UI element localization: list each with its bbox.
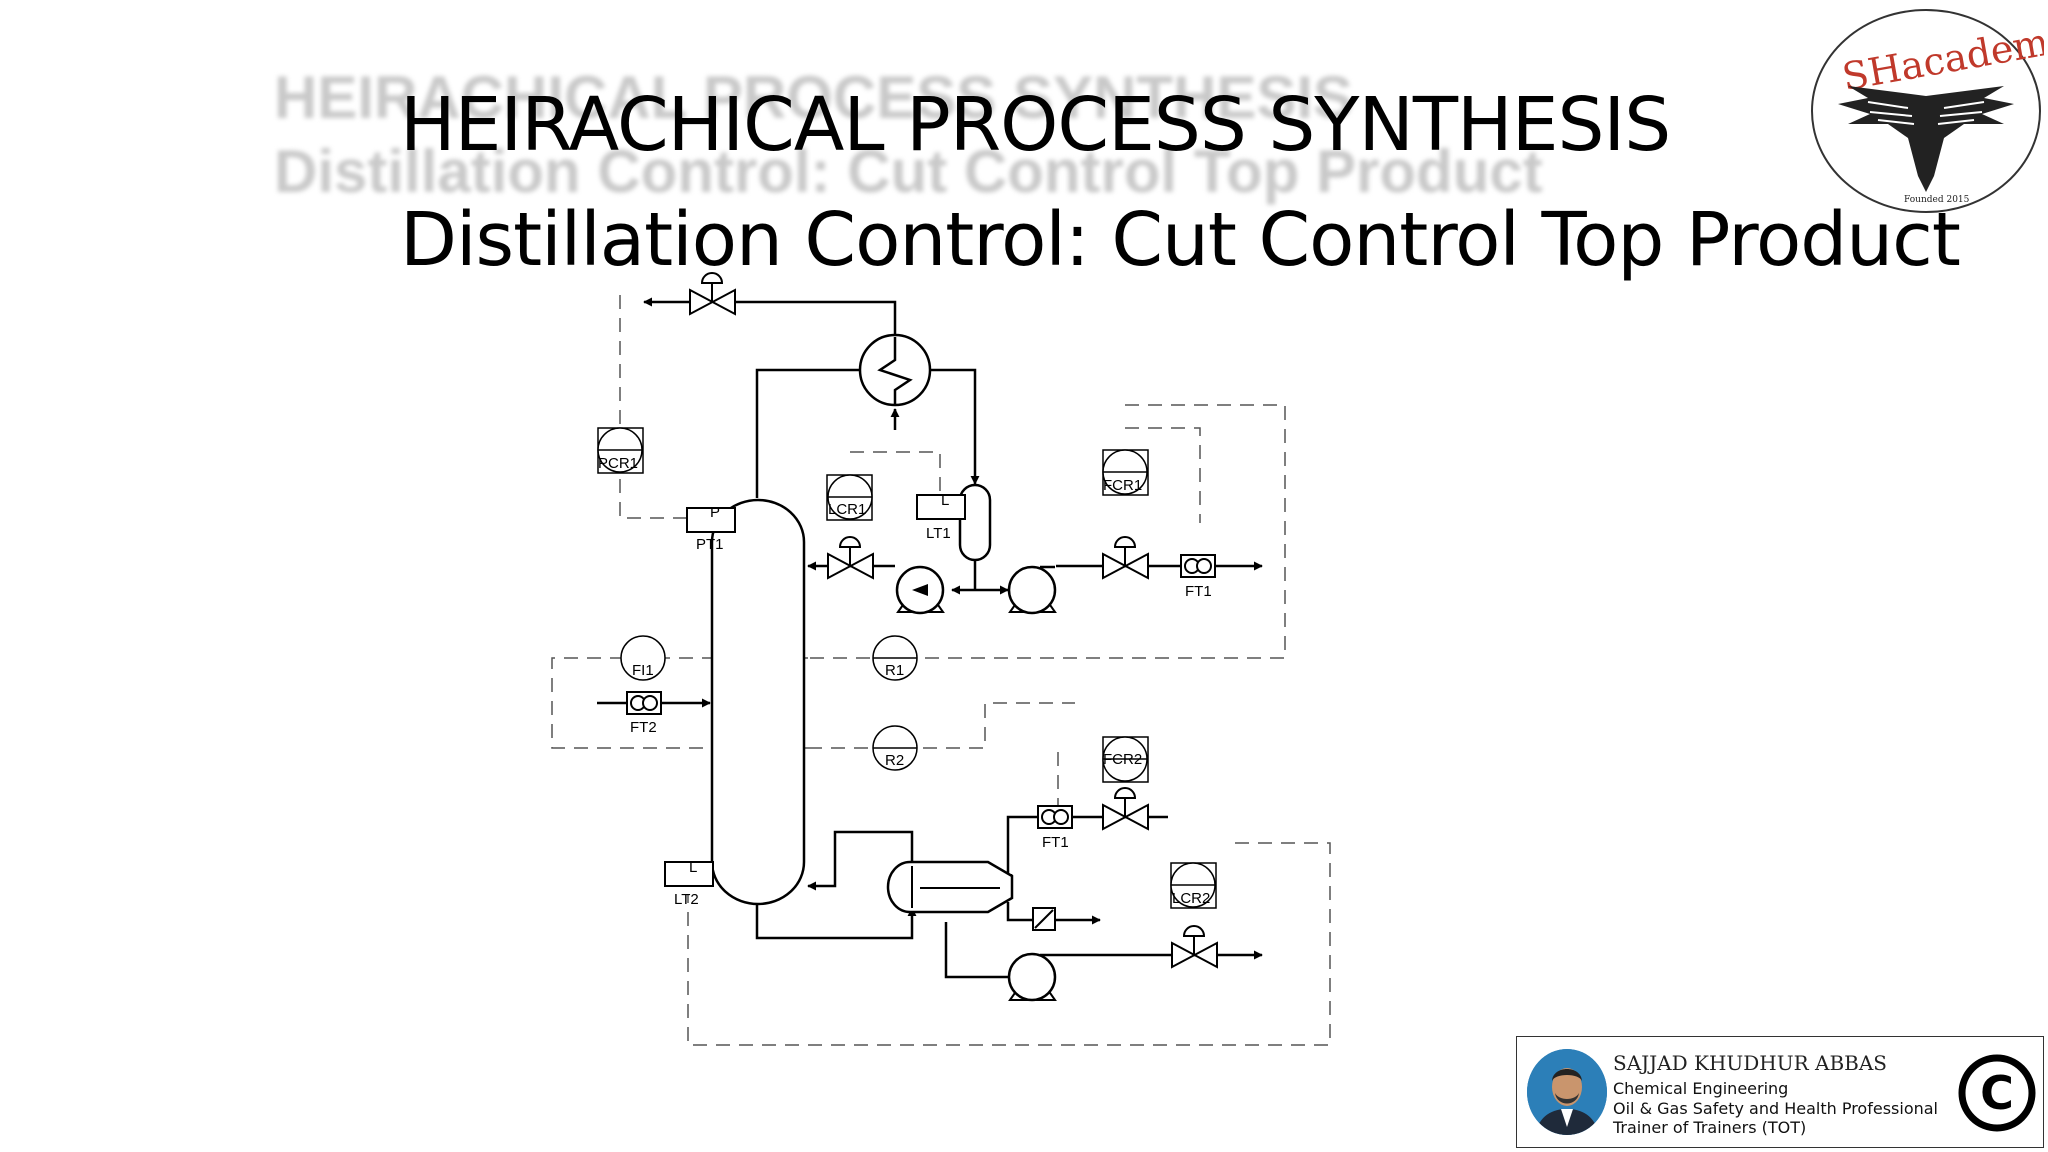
ft2-label: FT2 <box>630 719 657 736</box>
ghost-title-line2: Distillation Control: Cut Control Top Pr… <box>274 138 1543 205</box>
control-valve-distillate <box>1102 536 1149 580</box>
pt1-letter: P <box>710 504 720 521</box>
bottoms-pump <box>1007 952 1057 1002</box>
author-name: SAJJAD KHUDHUR ABBAS <box>1613 1051 1887 1075</box>
distillation-column <box>710 498 806 906</box>
pcr1-label: PCR1 <box>598 455 638 472</box>
author-title-line3: Trainer of Trainers (TOT) <box>1613 1118 1807 1137</box>
shacademy-logo: SHacademy Founded 2015 <box>1811 9 2044 213</box>
ghost-title-line1: HEIRACHICAL PROCESS SYNTHESIS <box>274 64 1354 131</box>
lt1-letter: L <box>941 492 949 509</box>
pressure-transmitter-pt1 <box>686 507 736 533</box>
reboiler-vapor-return <box>807 830 914 891</box>
level-transmitter-lt1 <box>916 494 966 520</box>
fcr2-label: FCR2 <box>1103 751 1142 768</box>
control-valve-steam <box>1102 787 1149 831</box>
condensate-line <box>1006 902 1101 925</box>
author-title-line2: Oil & Gas Safety and Health Professional <box>1613 1099 1938 1118</box>
reflux-pump <box>895 565 945 615</box>
relay-r2 <box>872 725 918 771</box>
controller-fcr2 <box>1102 736 1149 783</box>
signal-lcr1-loop <box>850 451 941 500</box>
author-avatar <box>1527 1049 1607 1135</box>
controller-pcr1 <box>597 427 644 474</box>
indicator-fi1 <box>620 635 666 681</box>
flow-element-ft1-top <box>1180 554 1216 578</box>
fi1-label: FI1 <box>632 662 654 679</box>
top-product-line <box>735 300 897 342</box>
condenser <box>858 333 932 407</box>
signal-r2-loop <box>808 702 1075 749</box>
slide-subtitle: Distillation Control: Cut Control Top Pr… <box>400 197 1961 283</box>
reflux-drum <box>958 483 992 562</box>
svg-text:C: C <box>1980 1066 2014 1120</box>
signal-fcr1-loop <box>808 404 1286 659</box>
author-card: SAJJAD KHUDHUR ABBAS Chemical Engineerin… <box>1516 1036 2044 1148</box>
pt1-tag: PT1 <box>696 536 724 553</box>
r2-label: R2 <box>885 752 904 769</box>
signal-lcr2-loop <box>687 842 1331 1046</box>
distillate-pump <box>1007 565 1057 615</box>
reboiler <box>886 860 1014 914</box>
signal-pcr1-loop <box>619 295 690 519</box>
lt2-tag: LT2 <box>674 891 699 908</box>
bottoms-line <box>755 902 917 940</box>
flow-element-ft2 <box>626 691 662 715</box>
control-valve-top-product <box>689 272 736 316</box>
signal-fi1-loop <box>551 657 808 749</box>
controller-lcr1 <box>826 474 873 521</box>
ft1-bottom-label: FT1 <box>1042 834 1069 851</box>
eagle-icon <box>1838 86 2014 192</box>
signal-fcr1-link <box>1125 427 1201 523</box>
flow-element-ft1-bottom <box>1037 805 1073 829</box>
signal-lines <box>551 295 1331 1046</box>
level-transmitter-lt2 <box>664 861 714 887</box>
relay-r1 <box>872 635 918 681</box>
lcr1-label: LCR1 <box>828 501 866 518</box>
process-lines <box>597 297 1263 979</box>
steam-trap <box>1032 907 1056 931</box>
controller-lcr2 <box>1170 862 1217 909</box>
control-valve-reflux <box>827 536 874 580</box>
ft1-top-label: FT1 <box>1185 583 1212 600</box>
overhead-vapor-line <box>755 368 860 498</box>
lcr2-label: LCR2 <box>1172 890 1210 907</box>
author-title-line1: Chemical Engineering <box>1613 1079 1789 1098</box>
lt1-tag: LT1 <box>926 525 951 542</box>
condenser-outlet-line <box>930 368 980 485</box>
copyright-icon: C <box>1958 1054 2036 1132</box>
controller-fcr1 <box>1102 449 1149 496</box>
bottoms-product-line <box>944 922 1008 979</box>
control-valve-bottoms <box>1171 925 1218 969</box>
fcr1-label: FCR1 <box>1103 477 1142 494</box>
r1-label: R1 <box>885 662 904 679</box>
slide-title: HEIRACHICAL PROCESS SYNTHESIS <box>400 82 1671 168</box>
lt2-letter: L <box>689 859 697 876</box>
logo-founded: Founded 2015 <box>1904 195 1970 205</box>
